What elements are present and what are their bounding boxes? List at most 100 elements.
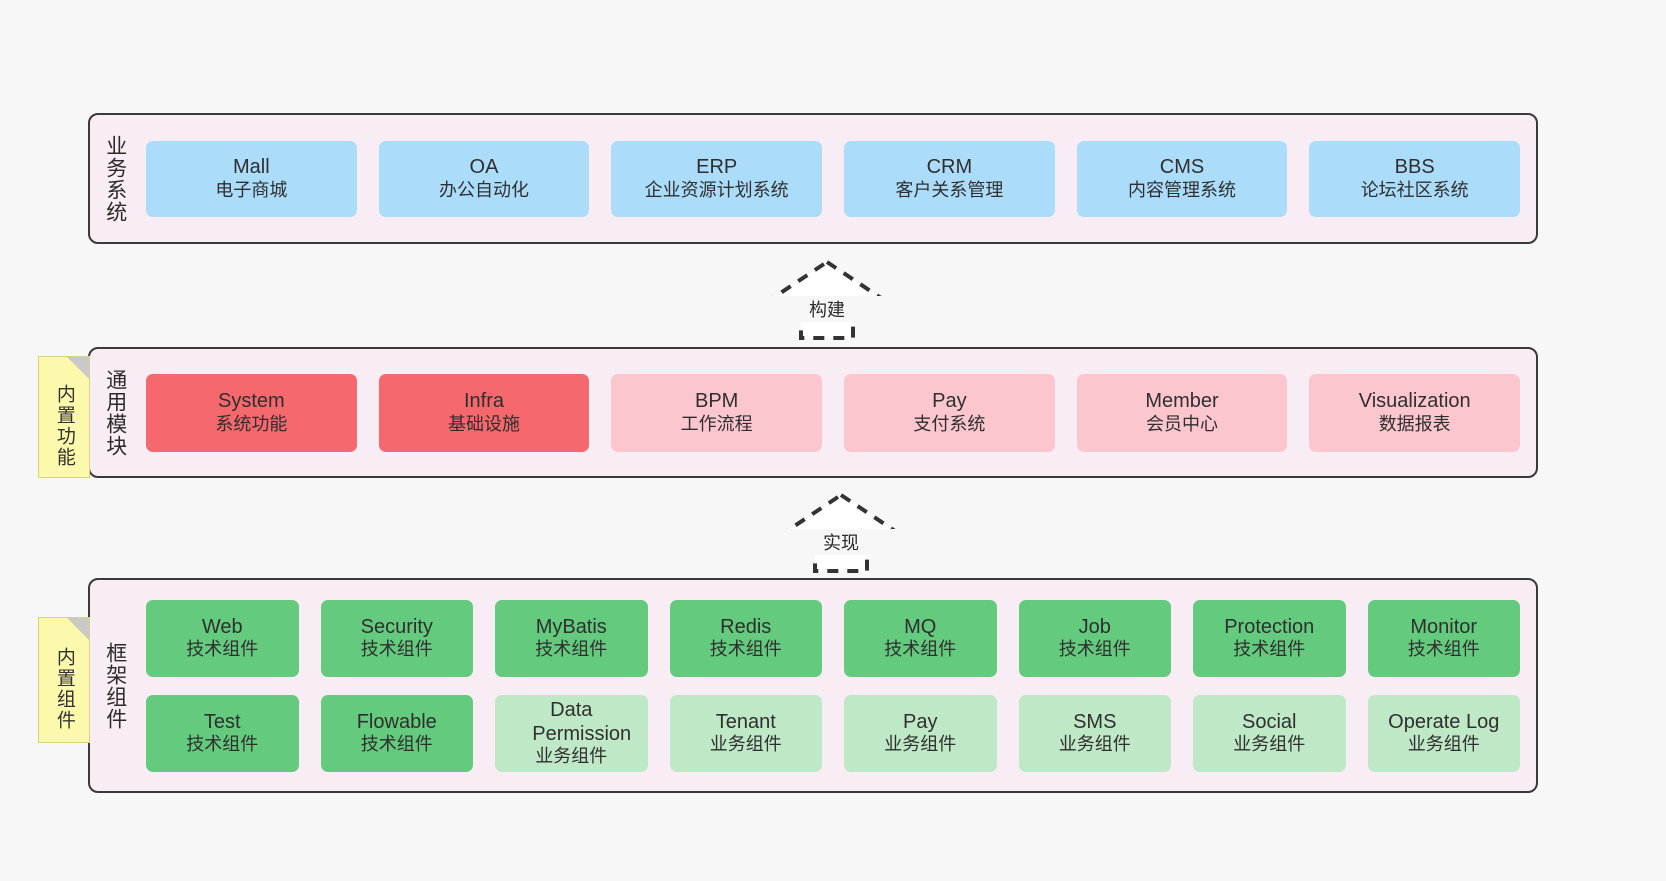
connector-build: 构建 [754, 258, 900, 340]
common-modules-row: System 系统功能 Infra 基础设施 BPM 工作流程 Pay 支付系统… [146, 373, 1521, 452]
box-title: CRM [926, 156, 973, 179]
component-box-flowable[interactable]: Flowable 技术组件 [320, 694, 473, 772]
box-subtitle: 论坛社区系统 [1360, 179, 1469, 200]
box-subtitle: 技术组件 [1407, 639, 1480, 660]
framework-components-layer-title: 框架组件 [103, 641, 127, 730]
box-subtitle: 技术组件 [709, 639, 782, 660]
common-modules-layer-title: 通用模块 [103, 368, 127, 457]
common-modules-body: System 系统功能 Infra 基础设施 BPM 工作流程 Pay 支付系统… [140, 349, 1536, 476]
box-title: Monitor [1410, 615, 1478, 638]
box-title: OA [469, 156, 499, 179]
box-title: Social [1242, 710, 1297, 733]
note-builtin-features: 内置功能 [38, 356, 90, 478]
box-subtitle: 数据报表 [1378, 413, 1451, 434]
box-subtitle: 技术组件 [186, 734, 259, 755]
note-label: 内置功能 [53, 384, 75, 468]
module-box-system[interactable]: System 系统功能 [146, 373, 357, 452]
component-box-web[interactable]: Web 技术组件 [146, 599, 299, 677]
module-box-member[interactable]: Member 会员中心 [1076, 373, 1288, 452]
box-title: Job [1078, 615, 1111, 638]
box-subtitle: 内容管理系统 [1128, 179, 1237, 200]
box-title: Operate Log [1388, 710, 1500, 733]
business-system-row: Mall 电子商城 OA 办公自动化 ERP 企业资源计划系统 CRM 客户关系… [146, 140, 1521, 217]
component-box-security[interactable]: Security 技术组件 [320, 599, 473, 677]
component-box-test[interactable]: Test 技术组件 [146, 694, 299, 772]
component-box-monitor[interactable]: Monitor 技术组件 [1367, 599, 1520, 677]
component-box-mq[interactable]: MQ 技术组件 [844, 599, 997, 677]
connector-implement: 实现 [768, 491, 914, 573]
framework-components-body: Web 技术组件 Security 技术组件 MyBatis 技术组件 Redi… [140, 580, 1536, 791]
module-box-pay[interactable]: Pay 支付系统 [844, 373, 1055, 452]
box-title: Protection [1224, 615, 1315, 638]
box-subtitle: 客户关系管理 [895, 179, 1004, 200]
module-box-bpm[interactable]: BPM 工作流程 [611, 373, 823, 452]
box-subtitle: 技术组件 [186, 639, 259, 660]
box-subtitle: 支付系统 [913, 413, 986, 434]
box-subtitle: 企业资源计划系统 [644, 179, 789, 200]
note-label: 内置组件 [53, 647, 75, 731]
module-box-visualization[interactable]: Visualization 数据报表 [1309, 373, 1521, 452]
box-title: Redis [720, 615, 772, 638]
box-subtitle: 系统功能 [215, 413, 288, 434]
box-subtitle: 技术组件 [360, 734, 433, 755]
business-system-body: Mall 电子商城 OA 办公自动化 ERP 企业资源计划系统 CRM 客户关系… [140, 115, 1536, 242]
box-title: Test [203, 710, 241, 733]
box-title: Tenant [715, 710, 776, 733]
component-box-operate-log[interactable]: Operate Log 业务组件 [1367, 694, 1520, 772]
module-box-infra[interactable]: Infra 基础设施 [378, 373, 590, 452]
box-title: Pay [903, 710, 938, 733]
box-title: Security [360, 615, 433, 638]
component-box-tenant[interactable]: Tenant 业务组件 [669, 694, 822, 772]
component-box-pay[interactable]: Pay 业务组件 [844, 694, 997, 772]
connector-implement-label: 实现 [771, 529, 911, 555]
box-subtitle: 业务组件 [1058, 734, 1131, 755]
box-title: Pay [932, 390, 967, 413]
note-builtin-components: 内置组件 [38, 617, 90, 743]
component-box-sms[interactable]: SMS 业务组件 [1018, 694, 1171, 772]
business-box-bbs[interactable]: BBS 论坛社区系统 [1309, 140, 1521, 217]
box-subtitle: 电子商城 [215, 179, 288, 200]
component-box-data-permission[interactable]: Data Permission 业务组件 [495, 694, 648, 772]
box-subtitle: 技术组件 [535, 639, 608, 660]
box-title: MyBatis [535, 615, 607, 638]
box-title: ERP [696, 156, 738, 179]
box-title: BPM [695, 390, 739, 413]
box-subtitle: 业务组件 [1233, 734, 1306, 755]
connector-build-label: 构建 [757, 296, 897, 322]
business-box-erp[interactable]: ERP 企业资源计划系统 [611, 140, 823, 217]
framework-row-business: Test 技术组件 Flowable 技术组件 Data Permission … [146, 694, 1520, 772]
component-box-redis[interactable]: Redis 技术组件 [669, 599, 822, 677]
box-title: SMS [1073, 710, 1117, 733]
business-system-layer: 业务系统 Mall 电子商城 OA 办公自动化 ERP 企业资源计划系统 CRM… [88, 113, 1538, 244]
component-box-social[interactable]: Social 业务组件 [1193, 694, 1346, 772]
box-subtitle: 业务组件 [884, 734, 957, 755]
box-title: BBS [1394, 156, 1435, 179]
box-subtitle: 业务组件 [709, 734, 782, 755]
box-subtitle: 技术组件 [1233, 639, 1306, 660]
box-subtitle: 会员中心 [1146, 413, 1219, 434]
business-system-layer-title: 业务系统 [103, 134, 127, 223]
business-box-oa[interactable]: OA 办公自动化 [378, 140, 590, 217]
box-subtitle: 业务组件 [535, 746, 608, 767]
business-box-crm[interactable]: CRM 客户关系管理 [844, 140, 1055, 217]
box-title: MQ [904, 615, 937, 638]
business-box-mall[interactable]: Mall 电子商城 [146, 140, 357, 217]
business-box-cms[interactable]: CMS 内容管理系统 [1076, 140, 1288, 217]
box-subtitle: 技术组件 [1058, 639, 1131, 660]
box-subtitle: 基础设施 [448, 413, 520, 434]
box-subtitle: 技术组件 [884, 639, 957, 660]
box-subtitle: 技术组件 [360, 639, 433, 660]
component-box-mybatis[interactable]: MyBatis 技术组件 [495, 599, 648, 677]
box-title: Mall [233, 156, 270, 179]
box-title: Data Permission [532, 698, 632, 746]
box-subtitle: 工作流程 [680, 413, 753, 434]
component-box-job[interactable]: Job 技术组件 [1018, 599, 1171, 677]
box-title: Visualization [1358, 390, 1471, 413]
box-title: Flowable [356, 710, 437, 733]
common-modules-layer: 通用模块 System 系统功能 Infra 基础设施 BPM 工作流程 Pay… [88, 347, 1538, 478]
box-title: CMS [1159, 156, 1205, 179]
component-box-protection[interactable]: Protection 技术组件 [1193, 599, 1346, 677]
box-title: Web [201, 615, 243, 638]
box-subtitle: 业务组件 [1407, 734, 1480, 755]
